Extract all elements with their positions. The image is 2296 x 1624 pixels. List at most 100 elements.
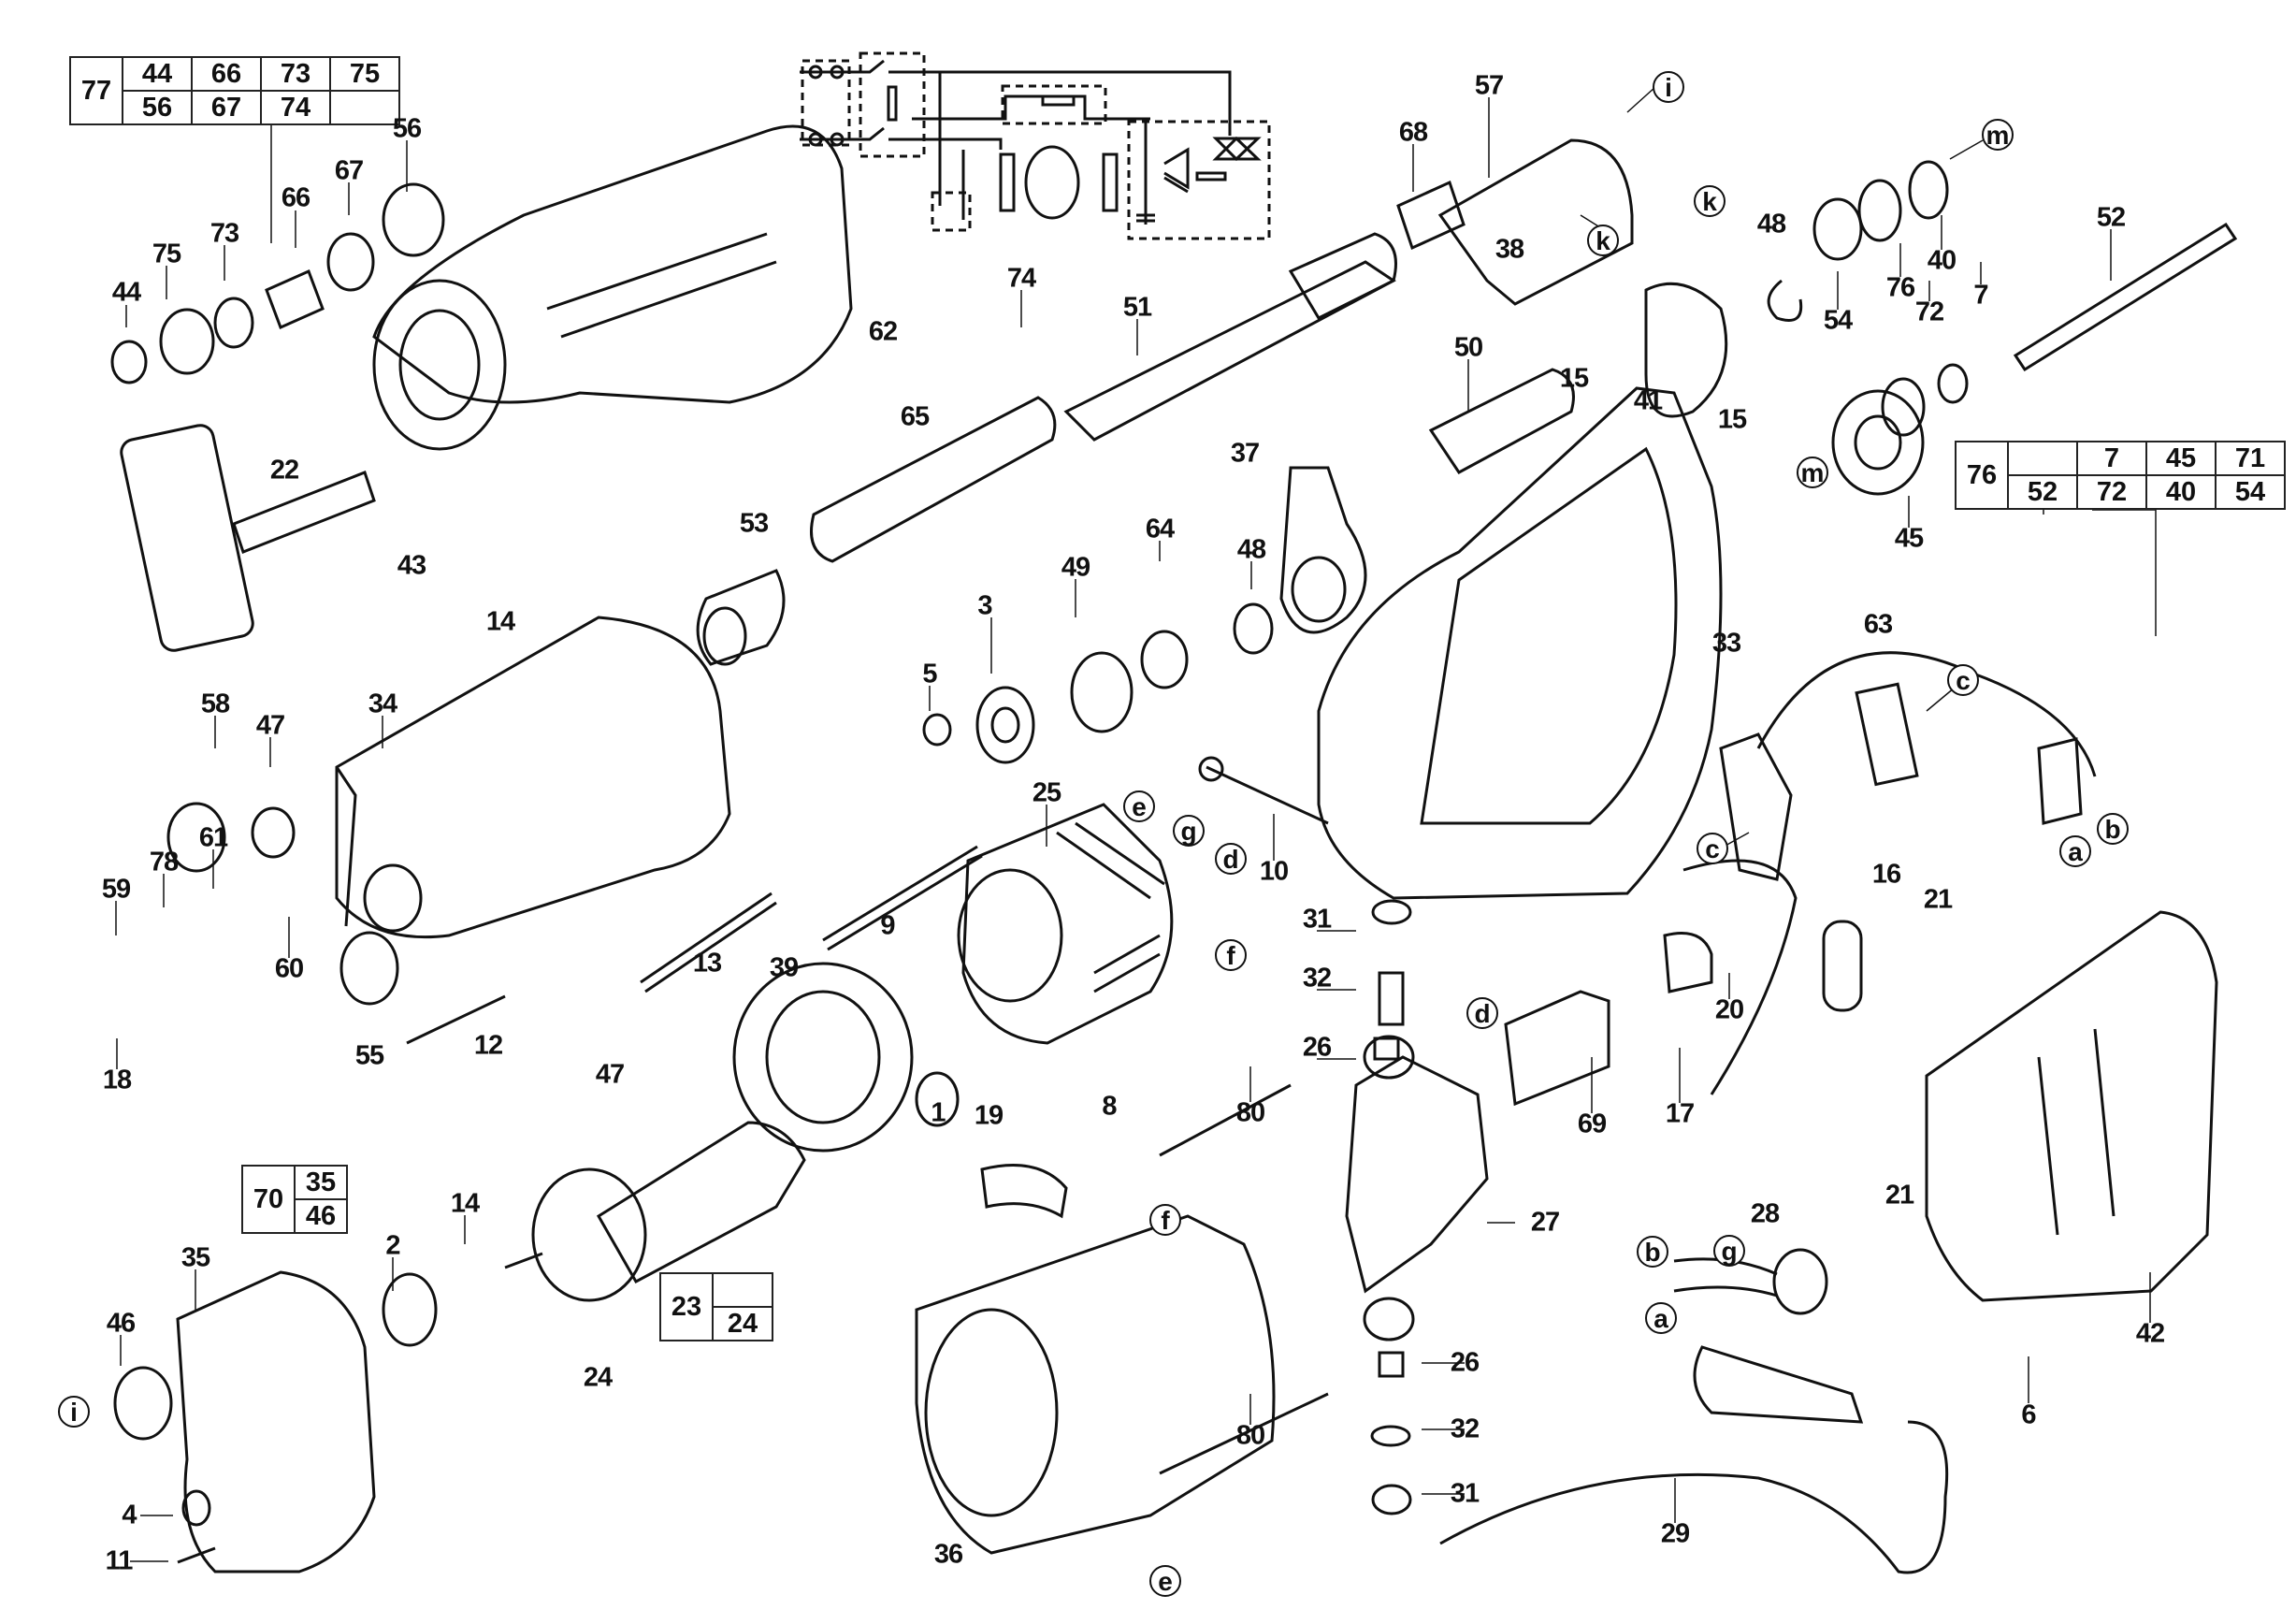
connection-marker-g: g	[1173, 815, 1205, 847]
kit-item: 40	[2145, 474, 2217, 510]
part-number-label: 43	[397, 550, 426, 581]
kit-item: 56	[122, 90, 193, 125]
part-number-label: 20	[1714, 994, 1744, 1025]
schematic-controller-box	[1127, 120, 1271, 240]
part-number-label: 45	[1894, 523, 1924, 554]
kit-main-number: 23	[659, 1272, 714, 1341]
part-number-label: 13	[692, 948, 722, 979]
part-number-label: 9	[880, 910, 895, 941]
kit-item: 45	[2145, 441, 2217, 476]
part-number-label: 5	[922, 659, 937, 689]
part-number-label: 7	[1973, 280, 1988, 311]
part-number-label: 48	[1756, 209, 1786, 239]
part-number-label: 29	[1660, 1518, 1690, 1549]
kit-table-70: 70 35 46	[241, 1165, 348, 1234]
part-number-label: 17	[1665, 1098, 1695, 1129]
housing-half-41	[1317, 386, 1723, 900]
kit-item: 73	[260, 56, 331, 92]
part-number-label: 72	[1914, 297, 1944, 327]
part-number-label: 64	[1145, 514, 1175, 544]
part-number-label: 39	[769, 952, 799, 983]
part-number-label: 3	[977, 590, 992, 621]
connection-marker-m: m	[1797, 457, 1828, 488]
motor-housing-36	[915, 1164, 1276, 1555]
part-number-label: 59	[101, 874, 131, 905]
connection-marker-g: g	[1713, 1235, 1745, 1267]
part-number-label: 31	[1302, 904, 1332, 935]
leader-lines	[115, 86, 2157, 1562]
part-number-label: 26	[1450, 1347, 1480, 1378]
cam-assembly	[1396, 138, 1634, 306]
connection-marker-c: c	[1947, 664, 1979, 696]
screws	[406, 756, 1329, 1045]
part-number-label: 51	[1122, 292, 1152, 323]
part-number-label: 49	[1061, 552, 1090, 583]
part-number-label: 38	[1495, 234, 1524, 265]
part-number-label: 67	[334, 155, 364, 186]
part-number-label: 47	[595, 1059, 625, 1090]
part-number-label: 15	[1717, 404, 1747, 435]
schematic-capacitor-box	[931, 191, 972, 232]
connection-marker-f: f	[1215, 939, 1247, 971]
connection-marker-k: k	[1587, 225, 1619, 256]
collar-parts	[110, 182, 445, 384]
part-number-label: 37	[1230, 438, 1260, 469]
cable-29	[1439, 1248, 1949, 1574]
kit-main-number: 77	[69, 56, 123, 125]
part-number-label: 62	[868, 316, 898, 347]
schematic-gate-resistor	[1195, 171, 1227, 181]
connection-marker-i: i	[58, 1396, 90, 1428]
part-number-label: 31	[1450, 1478, 1480, 1509]
connection-marker-i: i	[1653, 71, 1684, 103]
part-number-label: 55	[354, 1040, 384, 1071]
part-number-label: 44	[111, 277, 141, 308]
kit-item: 67	[191, 90, 262, 125]
part-number-label: 26	[1302, 1032, 1332, 1063]
kit-table-77: 77 44 66 73 75 56 67 74	[69, 56, 400, 125]
part-number-label: 10	[1259, 856, 1289, 887]
gear-housing-62	[372, 124, 853, 451]
part-number-label: 14	[450, 1188, 480, 1219]
connection-marker-k: k	[1694, 185, 1726, 217]
connection-marker-b: b	[2097, 813, 2129, 845]
part-number-label: 73	[209, 218, 239, 249]
kit-main-number: 70	[241, 1165, 296, 1234]
kit-item: 74	[260, 90, 331, 125]
part-number-label: 63	[1863, 609, 1893, 640]
part-number-label: 32	[1450, 1414, 1480, 1444]
part-number-label: 33	[1711, 628, 1741, 659]
kit-item	[329, 90, 400, 125]
part-number-label: 19	[974, 1100, 1004, 1131]
middle-bearings	[922, 602, 1274, 764]
part-number-label: 4	[122, 1500, 137, 1530]
part-number-label: 25	[1032, 777, 1061, 808]
connection-marker-b: b	[1637, 1236, 1668, 1268]
depth-stop-22	[120, 424, 376, 652]
schematic-diac	[1163, 147, 1190, 194]
connection-marker-m: m	[1982, 119, 2014, 151]
part-number-label: 48	[1236, 534, 1266, 565]
connection-marker-a: a	[1645, 1302, 1677, 1334]
kit-item: 7	[2076, 441, 2147, 476]
kit-main-number: 76	[1955, 441, 2009, 510]
schematic-resistor	[887, 85, 898, 122]
part-number-label: 40	[1927, 245, 1957, 276]
schematic-pot-box	[1001, 84, 1107, 125]
part-number-label: 18	[102, 1065, 132, 1095]
kit-table-23: 23 24	[659, 1272, 773, 1341]
part-number-label: 65	[900, 401, 930, 432]
part-number-label: 42	[2135, 1318, 2165, 1349]
part-number-label: 12	[473, 1030, 503, 1061]
part-number-label: 11	[105, 1545, 134, 1576]
connection-marker-d: d	[1466, 997, 1498, 1029]
connection-marker-f: f	[1149, 1204, 1181, 1236]
brush-holder-27	[1159, 899, 1489, 1515]
part-number-label: 32	[1302, 963, 1332, 993]
part-number-label: 69	[1577, 1109, 1607, 1139]
part-number-label: 80	[1235, 1420, 1265, 1451]
part-number-label: 47	[255, 710, 285, 741]
kit-table-76: 76 7 45 71 52 72 40 54	[1955, 441, 2286, 510]
kit-item: 44	[122, 56, 193, 92]
part-number-label: 35	[181, 1242, 210, 1273]
